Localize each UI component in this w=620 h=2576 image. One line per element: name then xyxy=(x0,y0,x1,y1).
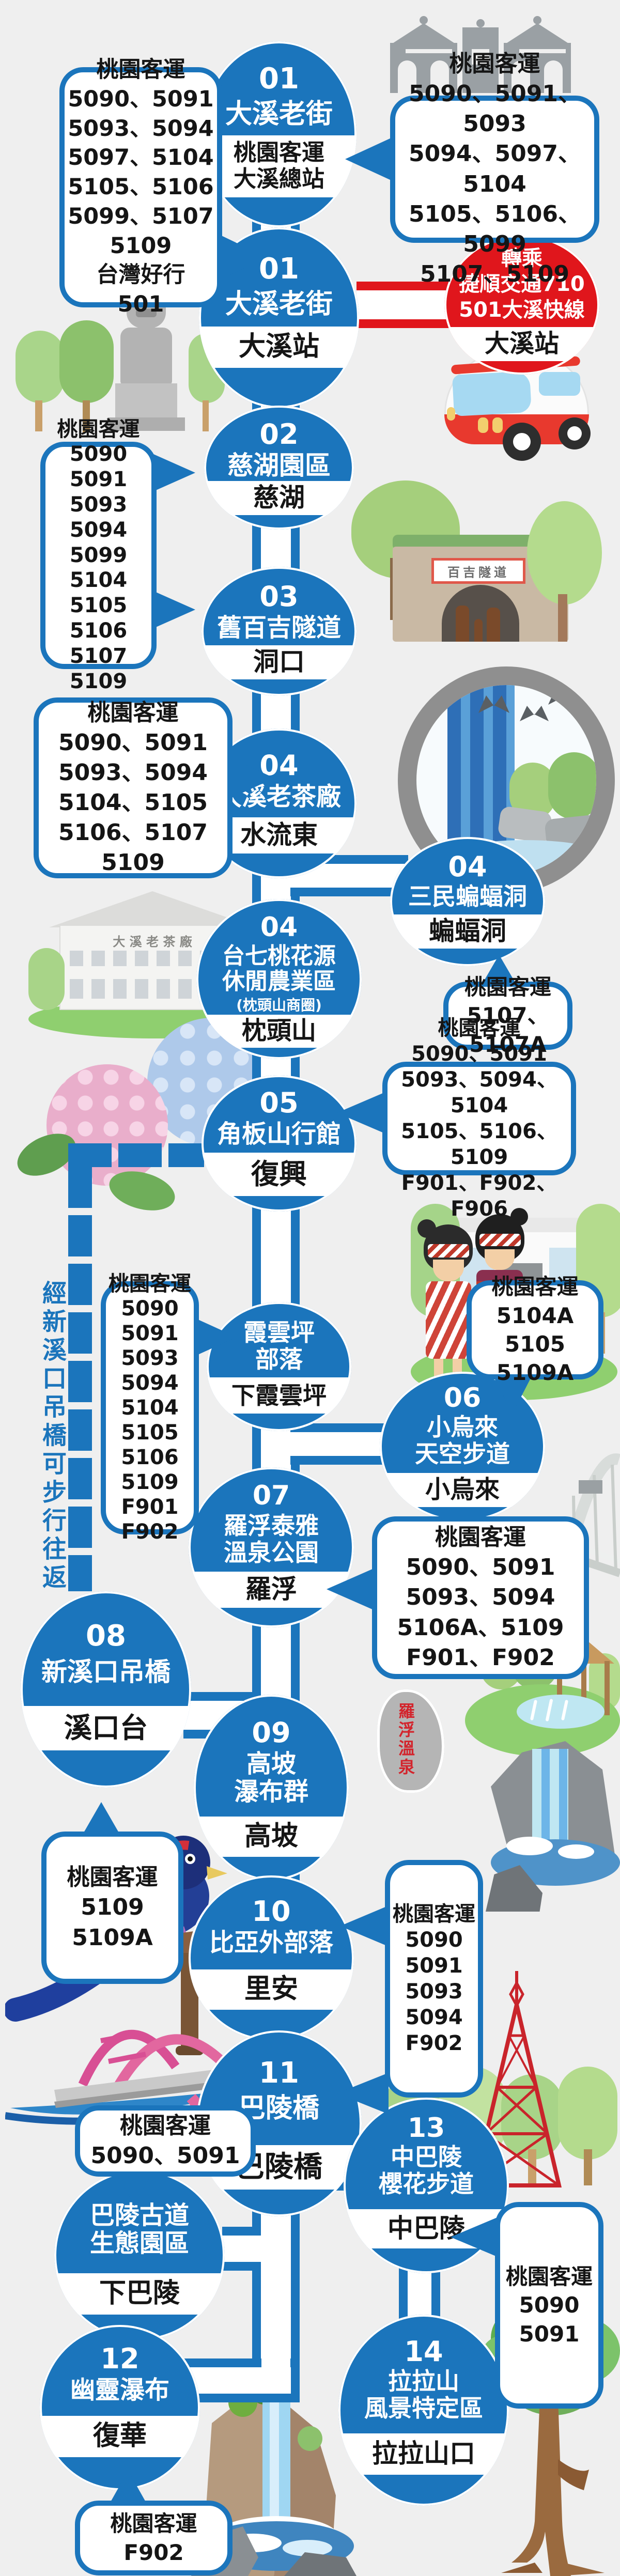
cihu-statue-illustration xyxy=(10,284,227,439)
stop-01-daxi-terminal: 01 大溪老街 桃園客運大溪總站 xyxy=(202,41,357,227)
walk-note-text: 經新溪口吊橋可步行往返 xyxy=(38,1280,66,1593)
stop-04-peach-farm: 04 台七桃花源休閒農業區 (枕頭山商圈) 枕頭山 xyxy=(196,899,362,1059)
stop-04-bat-cave: 04 三民蝙蝠洞 蝙蝠洞 xyxy=(390,837,545,966)
stop-05-jiaobanshan: 05 角板山行館 復興 xyxy=(202,1075,357,1212)
shuttle-bus-illustration xyxy=(442,346,592,465)
stop-12-ghost-waterfall: 12 幽靈瀑布 復華 xyxy=(40,2325,200,2490)
stop-03-tunnel: 03 舊百吉隧道 洞口 xyxy=(202,567,357,696)
stop-02-cihu: 02 慈湖園區 慈湖 xyxy=(204,406,354,530)
baiji-tunnel-illustration: 百吉隧道 xyxy=(341,480,602,642)
walk-path-dashed-line-vertical xyxy=(68,1167,92,1591)
tea-factory-sign: 大 溪 老 茶 廠 xyxy=(113,935,192,949)
stop-10-biyawai: 10 比亞外部落 里安 xyxy=(189,1875,354,2041)
stop-14-lalashan: 14 拉拉山風景特定區 拉拉山口 xyxy=(338,2315,509,2506)
stop-08-xinxikou-bridge: 08 新溪口吊橋 溪口台 xyxy=(21,1591,191,1788)
spring-stone-text: 羅浮溫泉 xyxy=(396,1702,415,1777)
walk-path-dashed-line xyxy=(68,1143,204,1167)
daxi-gate-illustration xyxy=(385,13,576,93)
stop-09-gaopo: 09 高坡瀑布群 高坡 xyxy=(194,1695,349,1881)
stop-07-luofu: 07 羅浮泰雅溫泉公園 羅浮 xyxy=(189,1467,354,1627)
stop-06-xiaowulai: 06 小烏來天空步道 小烏來 xyxy=(380,1372,545,1522)
branch-baling-trail xyxy=(222,2227,261,2271)
branch-xiaowulai xyxy=(290,1423,393,1465)
transfer-connector xyxy=(357,282,452,328)
tunnel-sign: 百吉隧道 xyxy=(431,558,525,584)
